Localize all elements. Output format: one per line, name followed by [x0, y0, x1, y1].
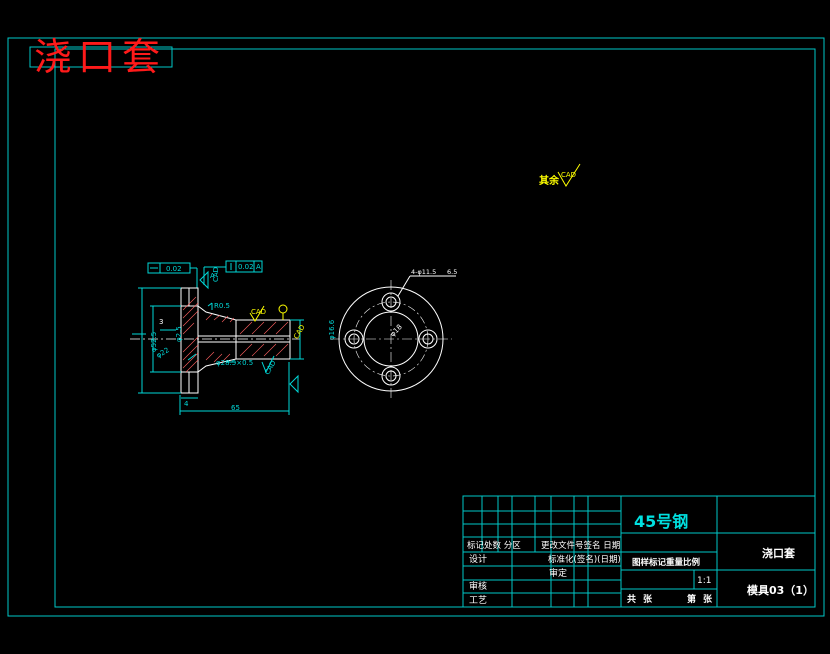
dim-tip-dia: φ16.6	[328, 319, 336, 340]
scale: 1:1	[697, 576, 711, 586]
sheet-label: 张	[703, 593, 713, 605]
dim-outer-dia: φ52.5	[150, 332, 158, 352]
datum-a-marker: A CAD	[199, 267, 220, 290]
cad-symbol-1: CAD	[212, 267, 220, 282]
inner-frame	[54, 48, 816, 608]
cad-symbol-bottom: CAD	[261, 355, 299, 394]
svg-text:CAD: CAD	[292, 323, 306, 340]
perp-datum: A	[256, 263, 261, 271]
material: 45号钢	[634, 512, 688, 531]
side-dimensions	[132, 287, 304, 415]
sheets-label: 张	[643, 593, 653, 605]
check-label: 审核	[469, 580, 487, 592]
cad-symbol-right: CAD	[292, 323, 306, 340]
flange	[180, 287, 199, 394]
dim-hole: φ2.5	[175, 326, 183, 342]
front-view: 4-φ11.5 6.5 φ18	[330, 268, 457, 398]
title-block	[462, 495, 816, 608]
stage-header: 图样标记重量比例	[632, 557, 701, 568]
surface-roughness-note: 其余 CAD	[539, 163, 581, 187]
sprue-body	[130, 305, 300, 373]
svg-text:CAD: CAD	[263, 359, 277, 376]
sheet-no: 第	[687, 593, 696, 605]
sheets-total: 共	[627, 593, 636, 605]
part-name: 浇口套	[762, 546, 796, 560]
surface-note-text: 其余	[539, 174, 560, 187]
svg-text:CAD: CAD	[251, 308, 266, 316]
row-mark: 标记处数 分区	[467, 540, 521, 551]
surface-symbol-text: CAD	[561, 171, 576, 179]
side-view: 0.02 0.02 A A CAD	[130, 260, 336, 415]
row-change: 更改文件号签名 日期	[541, 540, 620, 551]
approve-label: 审定	[549, 567, 567, 579]
title-block-text: 45号钢 浇口套 模具03（1） 1:1 标记处数 分区 更改文件号签名 日期 …	[467, 512, 814, 606]
drawing-number: 模具03（1）	[747, 583, 814, 597]
dim-length: 65	[231, 404, 240, 412]
standardize-label: 标准化(签名)(日期)	[548, 554, 621, 565]
hole-depth: 6.5	[447, 268, 457, 276]
flatness-value: 0.02	[166, 265, 182, 273]
title-corner-box	[29, 46, 173, 68]
design-label: 设计	[469, 553, 487, 565]
process-label: 工艺	[469, 595, 487, 606]
hole-callout: 4-φ11.5	[411, 268, 436, 276]
datum-label-text: A	[210, 272, 215, 280]
drawing-title: 浇口套	[34, 35, 167, 79]
cad-symbol-top: CAD	[249, 304, 288, 322]
dim-flange-thk: 4	[184, 400, 189, 408]
dim-offset: 3	[159, 318, 163, 326]
dim-thread: φ28.5×0.5	[216, 359, 253, 367]
dim-radius: R0.5	[214, 302, 230, 310]
perp-value: 0.02	[238, 263, 254, 271]
flatness-frame: 0.02	[147, 262, 191, 274]
outer-frame	[7, 37, 825, 617]
